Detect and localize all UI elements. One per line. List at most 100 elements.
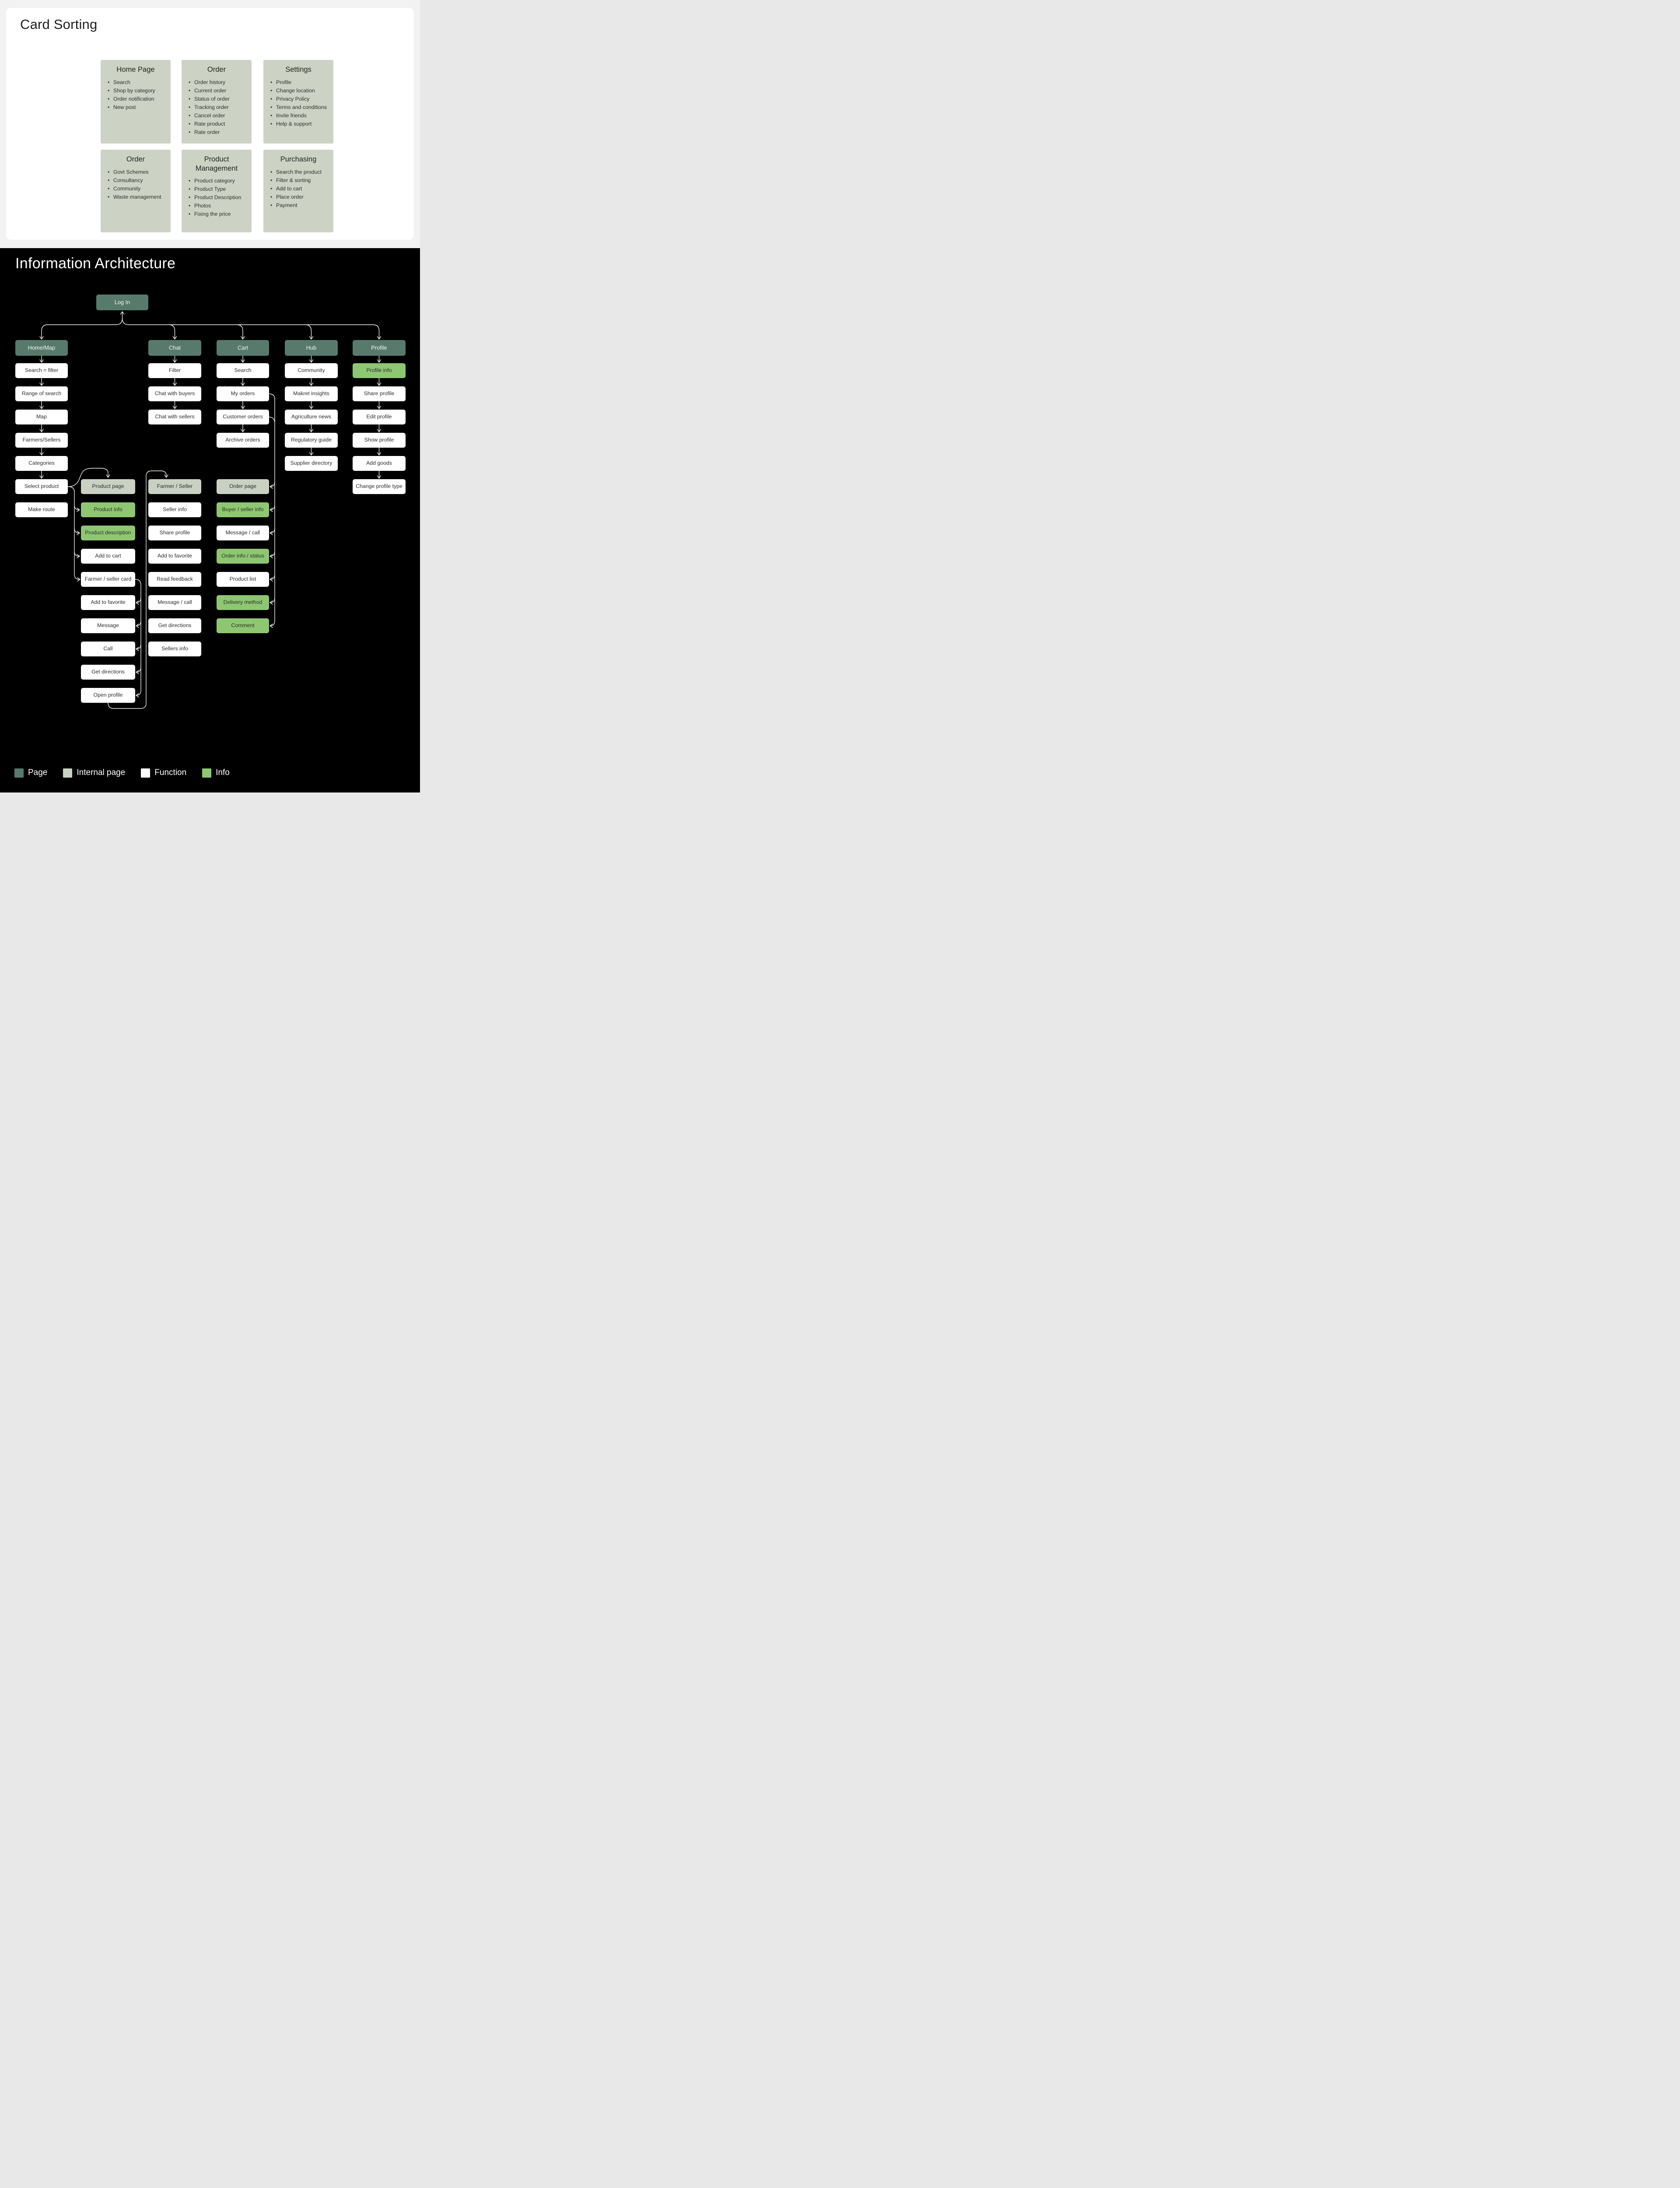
sort-card-list: Search the productFilter & sortingAdd to… <box>270 168 329 210</box>
node-profile: Profile <box>353 340 406 356</box>
sort-card-title: Purchasing <box>280 155 317 163</box>
legend-swatch-page <box>14 768 24 778</box>
sort-card-item: Cancel order <box>189 112 247 120</box>
sort-card-item: Govt Schemes <box>108 168 166 176</box>
sort-card-item: Current order <box>189 87 247 95</box>
legend-label: Internal page <box>77 768 126 777</box>
legend-label: Page <box>28 768 48 777</box>
node-product-page-add-to-favorite: Add to favorite <box>81 595 135 610</box>
sort-card-item: Payment <box>270 201 329 210</box>
sort-card-item: Product Description <box>189 193 247 202</box>
sort-card: OrderGovt SchemesConsultancyCommunityWas… <box>101 150 171 232</box>
sort-card-item: Product Type <box>189 185 247 193</box>
legend-item-function: Function <box>141 768 186 778</box>
node-farmer-seller-get-directions: Get directions <box>148 618 201 633</box>
node-farmer-seller-message-call: Message / call <box>148 595 201 610</box>
sort-card-item: New post <box>108 103 166 112</box>
sort-card: PurchasingSearch the productFilter & sor… <box>263 150 333 232</box>
card-sorting-panel: Card Sorting Home PageSearchShop by cate… <box>6 8 414 240</box>
sort-card-item: Status of order <box>189 95 247 103</box>
node-farmer-seller-read-feedback: Read feedback <box>148 572 201 587</box>
node-show-profile: Show profile <box>353 433 406 448</box>
node-make-route: Make route <box>15 502 68 517</box>
sort-card-item: Help & support <box>270 120 329 128</box>
node-chat: Chat <box>148 340 201 356</box>
sort-card-item: Search <box>108 78 166 87</box>
node-product-page-product-info: Product info <box>81 502 135 517</box>
sort-card: SettingsProfileChange locationPrivacy Po… <box>263 60 333 144</box>
node-farmer-seller-sellers-info: Sellers info <box>148 642 201 656</box>
sort-card-item: Photos <box>189 202 247 210</box>
sort-card-title: Order <box>207 66 226 74</box>
sort-card-item: Search the product <box>270 168 329 176</box>
information-architecture-title: Information Architecture <box>15 255 176 272</box>
node-regulatory-guide: Regulatory guide <box>285 433 338 448</box>
node-share-profile: Share profile <box>353 386 406 401</box>
node-supplier-directory: Supplier directory <box>285 456 338 471</box>
node-cart: Cart <box>217 340 269 356</box>
legend-item-page: Page <box>14 768 47 778</box>
sort-card-item: Tracking order <box>189 103 247 112</box>
design-canvas: Card Sorting Home PageSearchShop by cate… <box>0 0 420 792</box>
sort-card-item: Rate product <box>189 120 247 128</box>
legend-swatch-info <box>202 768 212 778</box>
sort-card-item: Order notification <box>108 95 166 103</box>
sort-card-item: Fixing the price <box>189 210 247 218</box>
sort-card-item: Shop by category <box>108 87 166 95</box>
node-product-page-open-profile: Open profile <box>81 688 135 703</box>
sort-card: Home PageSearchShop by categoryOrder not… <box>101 60 171 144</box>
sort-card-list: SearchShop by categoryOrder notification… <box>108 78 166 112</box>
node-makret-insights: Makret insights <box>285 386 338 401</box>
node-chat-with-buyers: Chat with buyers <box>148 386 201 401</box>
node-home-map: Home/Map <box>15 340 68 356</box>
node-chat-with-sellers: Chat with sellers <box>148 410 201 424</box>
node-agriculture-news: Agriculture news <box>285 410 338 424</box>
legend-item-info: Info <box>202 768 230 778</box>
node-map: Map <box>15 410 68 424</box>
node-edit-profile: Edit profile <box>353 410 406 424</box>
sort-card-title: Settings <box>285 66 312 74</box>
node-farmers-sellers: Farmers/Sellers <box>15 433 68 448</box>
node-categories: Categories <box>15 456 68 471</box>
sort-card-item: Product category <box>189 177 247 185</box>
node-product-page-call: Call <box>81 642 135 656</box>
sort-card-list: ProfileChange locationPrivacy PolicyTerm… <box>270 78 329 128</box>
sort-card-list: Product categoryProduct TypeProduct Desc… <box>189 177 247 218</box>
sort-card-item: Privacy Policy <box>270 95 329 103</box>
node-community: Community <box>285 363 338 378</box>
node-farmer-seller-seller-info: Seller info <box>148 502 201 517</box>
legend-swatch-internal <box>63 768 73 778</box>
node-product-page-product-description: Product description <box>81 526 135 540</box>
node-order-page: Order page <box>217 479 269 494</box>
legend: Page Internal page Function Info <box>14 768 230 778</box>
node-product-page-add-to-cart: Add to cart <box>81 549 135 564</box>
node-filter: Filter <box>148 363 201 378</box>
node-farmer-seller-add-to-favorite: Add to favorite <box>148 549 201 564</box>
node-search-filter: Search = filter <box>15 363 68 378</box>
sort-card-item: Invite friends <box>270 112 329 120</box>
node-product-page-farmer-seller-card: Farmer / seller card <box>81 572 135 587</box>
legend-label: Info <box>216 768 230 777</box>
card-sorting-title: Card Sorting <box>20 17 98 32</box>
sort-card-item: Profile <box>270 78 329 87</box>
node-range-of-search: Range of search <box>15 386 68 401</box>
sort-card-item: Change location <box>270 87 329 95</box>
node-add-goods: Add goods <box>353 456 406 471</box>
node-farmer-seller-share-profile: Share profile <box>148 526 201 540</box>
node-farmer-seller: Farmer / Seller <box>148 479 201 494</box>
sort-card-item: Community <box>108 185 166 193</box>
sort-card-item: Order history <box>189 78 247 87</box>
node-product-page: Product page <box>81 479 135 494</box>
node-order-page-buyer-seller-info: Buyer / seller info <box>217 502 269 517</box>
sort-card-title: Order <box>126 155 145 163</box>
sort-card-item: Rate order <box>189 128 247 137</box>
node-change-profile-type: Change profile type <box>353 479 406 494</box>
node-my-orders: My orders <box>217 386 269 401</box>
sort-card-title: Product Management <box>195 155 238 172</box>
node-search: Search <box>217 363 269 378</box>
sort-card-item: Terms and conditions <box>270 103 329 112</box>
connector-lines <box>39 311 382 709</box>
sort-card-list: Govt SchemesConsultancyCommunityWaste ma… <box>108 168 166 201</box>
sort-card-item: Place order <box>270 193 329 201</box>
